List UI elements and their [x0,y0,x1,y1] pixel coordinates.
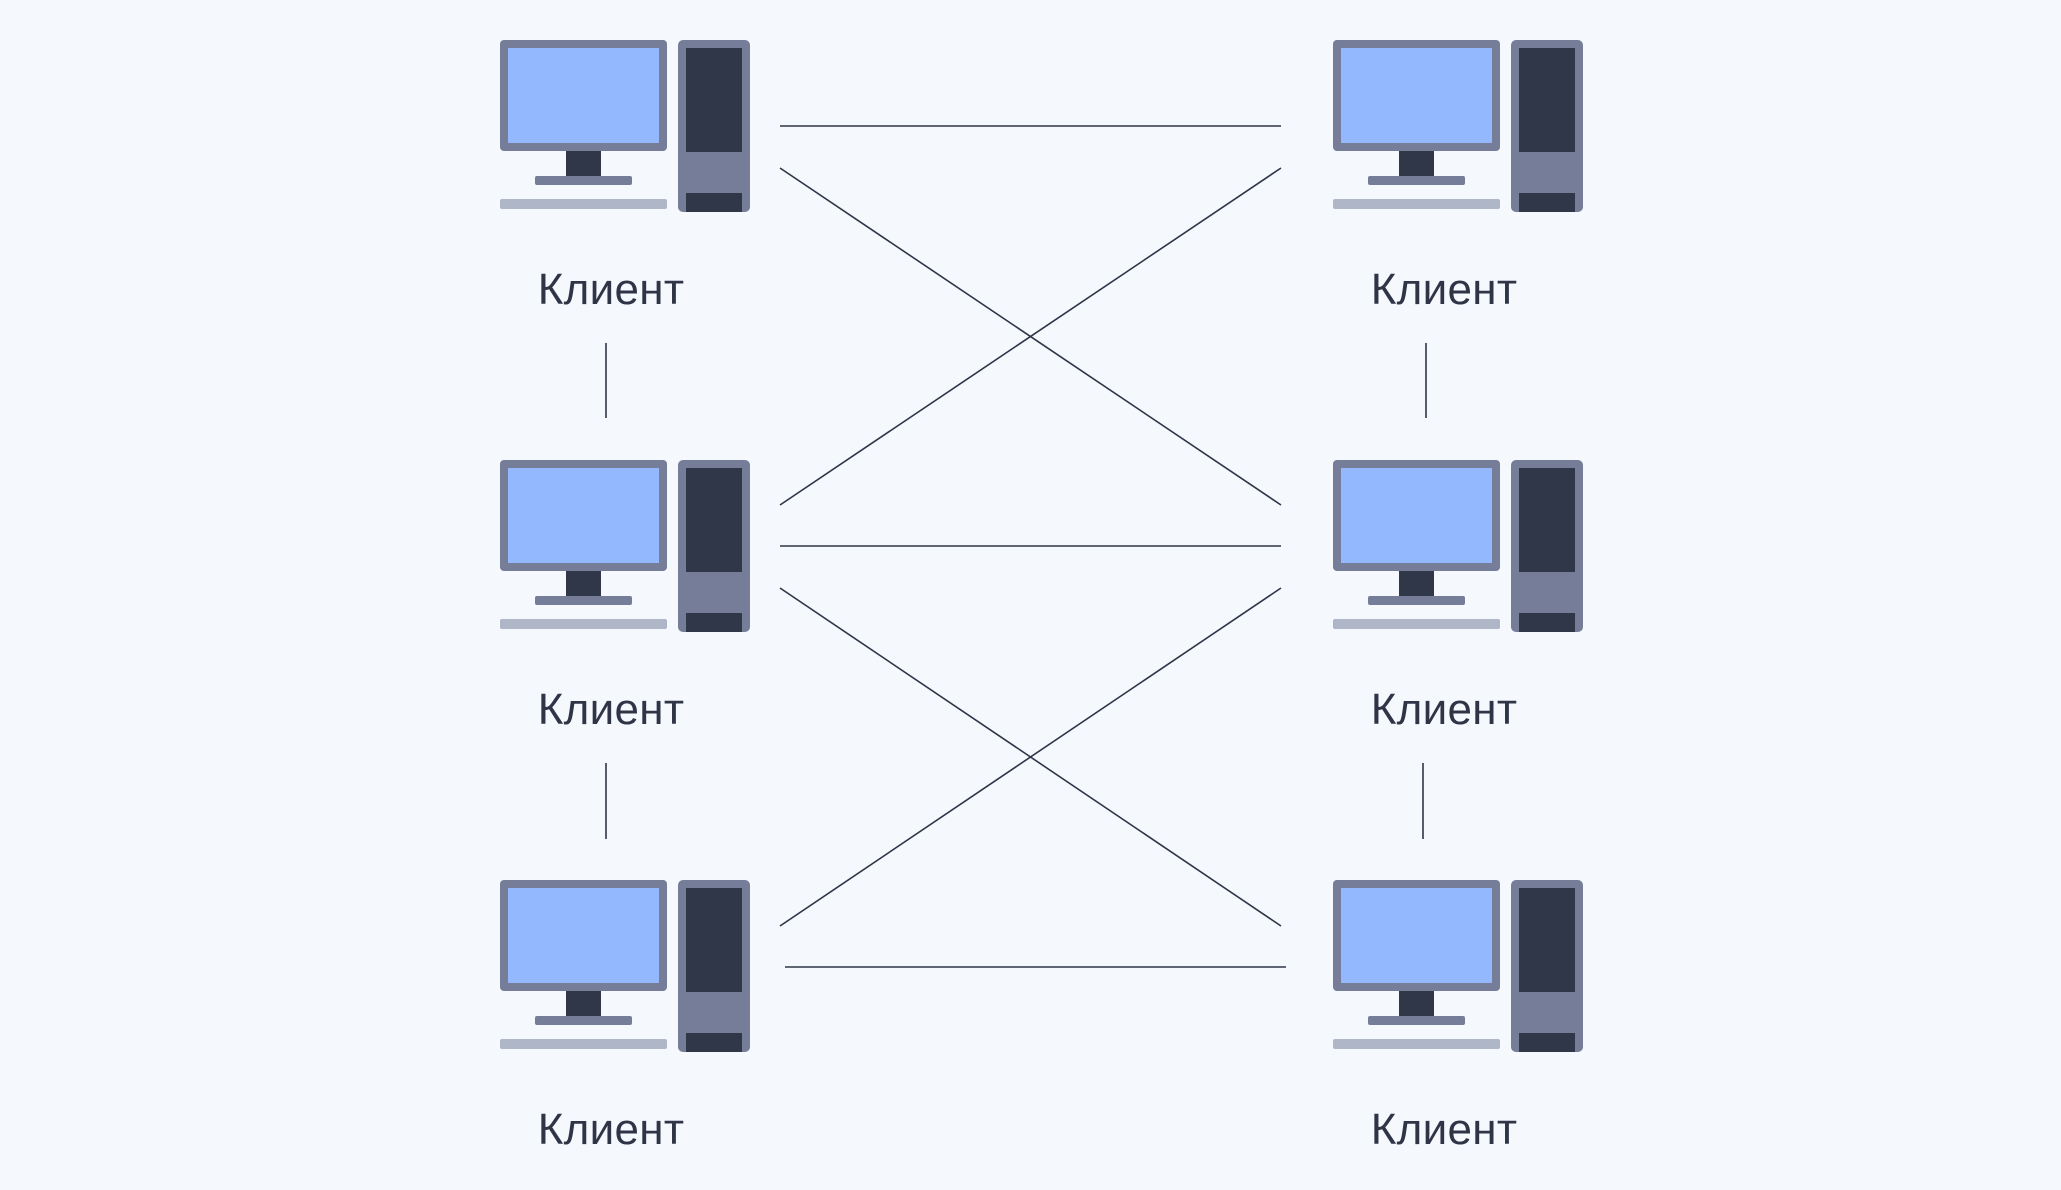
connection-line-left-bottom-to-right-middle [779,587,1282,927]
client-node-right-middle: Клиент [1294,460,1594,770]
client-label: Клиент [537,685,685,734]
client-node-left-top: Клиент [461,40,761,350]
connection-line-left-middle-to-right-top [779,167,1282,506]
desktop-computer-icon [1333,460,1583,632]
client-node-right-top: Клиент [1294,40,1594,350]
desktop-computer-icon [500,880,750,1052]
client-label: Клиент [537,1105,685,1154]
client-node-right-bottom: Клиент [1294,880,1594,1190]
desktop-computer-icon [1333,40,1583,212]
network-diagram: Клиент Клиент Клиент [461,40,1594,1154]
client-label: Клиент [1370,265,1518,314]
client-label: Клиент [1370,1105,1518,1154]
desktop-computer-icon [500,460,750,632]
client-label: Клиент [537,265,685,314]
desktop-computer-icon [1333,880,1583,1052]
client-label: Клиент [1370,685,1518,734]
connection-lines [605,125,1427,968]
desktop-computer-icon [500,40,750,212]
client-node-left-middle: Клиент [461,460,761,770]
client-node-left-bottom: Клиент [461,880,761,1190]
